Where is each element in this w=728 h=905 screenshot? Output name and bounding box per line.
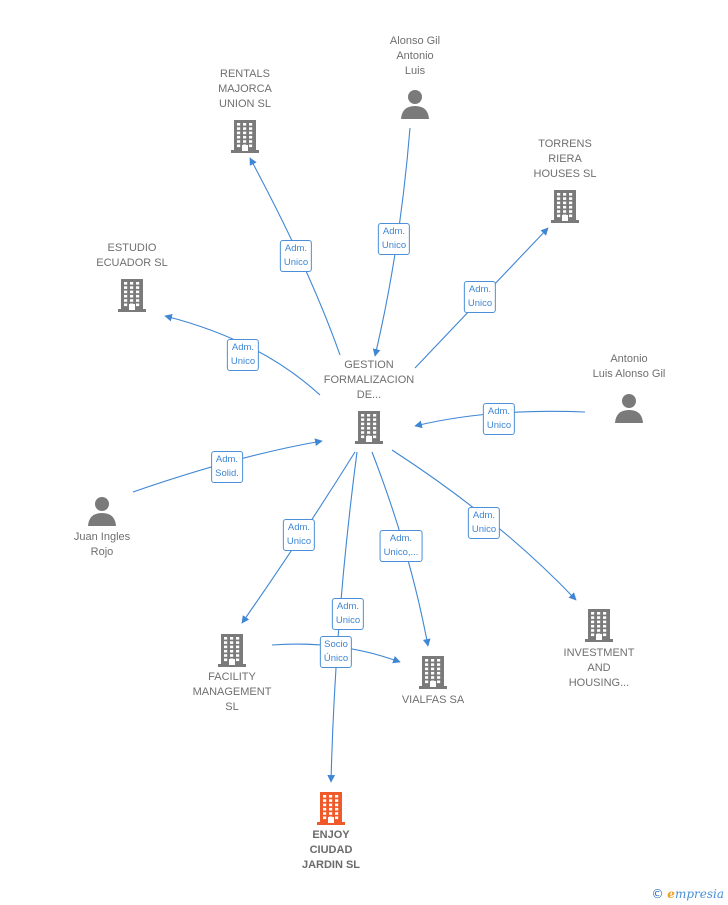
node-label[interactable]: FACILITY MANAGEMENT SL — [193, 670, 272, 715]
node-label-line: ECUADOR SL — [96, 257, 168, 269]
node-label-line: ESTUDIO — [107, 242, 157, 254]
node-label-line: FACILITY — [208, 671, 256, 683]
edge-label-line: Adm. — [382, 226, 406, 237]
edge-label-line: Solid. — [215, 468, 239, 479]
node-label-line: Antonio — [396, 50, 434, 62]
edge-label[interactable]: Adm. Unico — [463, 281, 497, 313]
node-label[interactable]: ENJOY CIUDAD JARDIN SL — [302, 828, 360, 873]
node-label[interactable]: RENTALS MAJORCA UNION SL — [218, 67, 272, 112]
building-icon — [355, 411, 383, 444]
node-label-line: MANAGEMENT — [192, 686, 272, 698]
node-label-line: DE... — [356, 389, 382, 401]
node-label-line: SL — [225, 701, 239, 713]
node-label-line: MAJORCA — [218, 83, 272, 95]
edge-label-line: Adm. — [468, 284, 492, 295]
building-icon — [551, 190, 579, 223]
node-label-line: Alonso Gil — [389, 35, 441, 47]
edge-label-line: Unico,... — [383, 547, 419, 558]
brand-initial: e — [667, 887, 675, 901]
focus-building-icon — [317, 792, 345, 825]
edge-label[interactable]: Adm. Unico,... — [379, 530, 423, 562]
brand-name: mpresia — [674, 887, 724, 901]
edge-label-line: Adm. — [336, 601, 360, 612]
edge-label-line: Unico — [230, 356, 256, 367]
person-icon — [401, 90, 429, 119]
node-label[interactable]: INVESTMENT AND HOUSING... — [564, 646, 635, 691]
edge-label-line: Único — [323, 653, 349, 664]
edge-label[interactable]: Adm. Solid. — [211, 451, 243, 483]
node-label-line: RIERA — [548, 153, 582, 165]
copyright-symbol: © — [651, 887, 664, 901]
edge-label-line: Adm. — [487, 406, 511, 417]
edge-label-line: Unico — [335, 615, 361, 626]
building-icon — [218, 634, 246, 667]
edge-label[interactable]: Adm. Unico — [282, 519, 316, 551]
edge-label-line: Adm. — [284, 243, 308, 254]
edge-label[interactable]: Adm. Unico — [482, 403, 516, 435]
edge-label-line: Socio — [324, 639, 348, 650]
node-label-line: AND — [587, 662, 611, 674]
node-label-line: HOUSING... — [568, 677, 630, 689]
node-label-line: VIALFAS SA — [401, 694, 465, 706]
building-icon — [118, 279, 146, 312]
building-icon — [419, 656, 447, 689]
node-label-line: UNION SL — [219, 98, 271, 110]
edge-label-line: Adm. — [231, 342, 255, 353]
building-icon — [231, 120, 259, 153]
node-label-line: Antonio — [610, 353, 648, 365]
node-label[interactable]: TORRENS RIERA HOUSES SL — [534, 137, 597, 182]
edge-label[interactable]: Adm. Unico — [226, 339, 260, 371]
edge-label[interactable]: Adm. Unico — [377, 223, 411, 255]
edge-label[interactable]: Adm. Unico — [331, 598, 365, 630]
edge-label[interactable]: Adm. Unico — [279, 240, 313, 272]
node-label[interactable]: ESTUDIO ECUADOR SL — [96, 241, 168, 271]
edge-label-line: Adm. — [215, 454, 239, 465]
edge-label-line: Unico — [286, 536, 312, 547]
node-label-line: HOUSES SL — [533, 168, 597, 180]
edge-label-line: Adm. — [287, 522, 311, 533]
edge-label-line: Adm. — [389, 533, 413, 544]
node-label-line: RENTALS — [220, 68, 270, 80]
edge-label-line: Unico — [467, 298, 493, 309]
node-label-line: GESTION — [344, 359, 394, 371]
person-icon — [88, 497, 116, 526]
node-label-line: JARDIN SL — [301, 859, 361, 871]
node-label-line: FORMALIZACION — [323, 374, 415, 386]
empresia-logo[interactable]: © empresia — [651, 887, 724, 901]
person-icon — [615, 394, 643, 423]
node-label-line: Rojo — [90, 546, 114, 558]
edge-label-line: Unico — [283, 257, 309, 268]
node-label-line: Luis Alonso Gil — [592, 368, 666, 380]
edge-label-line: Unico — [486, 420, 512, 431]
edge-label-line: Unico — [381, 240, 407, 251]
node-label-line: Luis — [404, 65, 426, 77]
edge-label-line: Adm. — [472, 510, 496, 521]
node-label-line: INVESTMENT — [563, 647, 635, 659]
node-label-line: Juan Ingles — [73, 531, 131, 543]
edge-label[interactable]: Adm. Unico — [467, 507, 501, 539]
edge-label-line: Unico — [471, 524, 497, 535]
node-label[interactable]: GESTION FORMALIZACION DE... — [324, 358, 414, 403]
node-label-line: ENJOY — [312, 829, 350, 841]
node-label[interactable]: VIALFAS SA — [402, 693, 464, 708]
building-icon — [585, 609, 613, 642]
node-label-line: CIUDAD — [309, 844, 353, 856]
node-label-line: TORRENS — [538, 138, 592, 150]
